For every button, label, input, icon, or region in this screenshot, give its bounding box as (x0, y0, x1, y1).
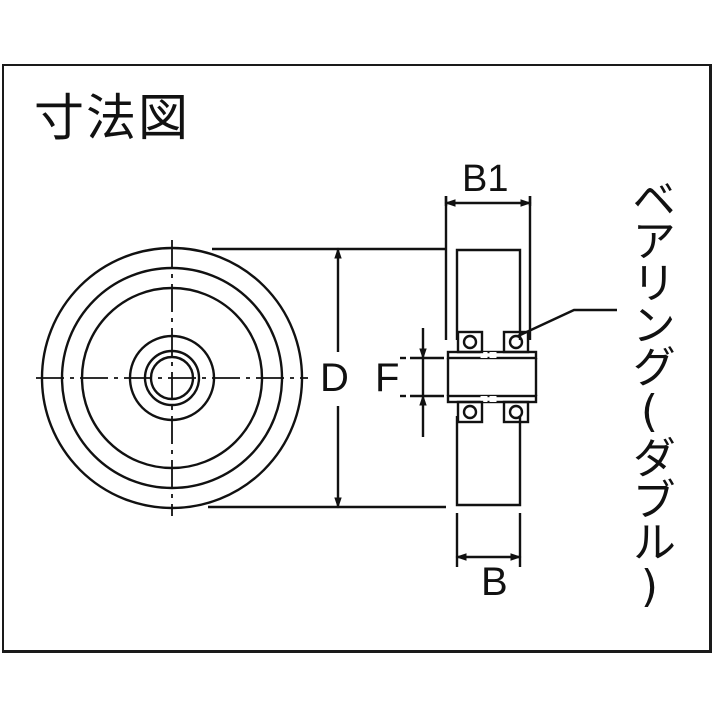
b1-label: B1 (462, 158, 509, 200)
page-title: 寸法図 (34, 89, 190, 147)
drawing-frame (2, 64, 712, 653)
bearing-top-right (502, 330, 530, 354)
bearing-leader-line (517, 308, 617, 338)
wheel-front-view (36, 240, 308, 516)
b-dimension (455, 513, 522, 567)
bearing-callout-label: ベアリング(ダブル) (624, 176, 675, 610)
f-label: F (375, 356, 400, 400)
d-dimension (208, 247, 446, 509)
wheel-side-view (444, 196, 538, 507)
b-label: B (481, 560, 508, 604)
bearing-bottom-left (456, 400, 484, 424)
bearing-bottom-right (502, 400, 530, 424)
d-label: D (320, 356, 349, 400)
b1-dimension (444, 196, 532, 207)
f-dimension (400, 328, 444, 437)
bearing-top-left (456, 330, 484, 354)
